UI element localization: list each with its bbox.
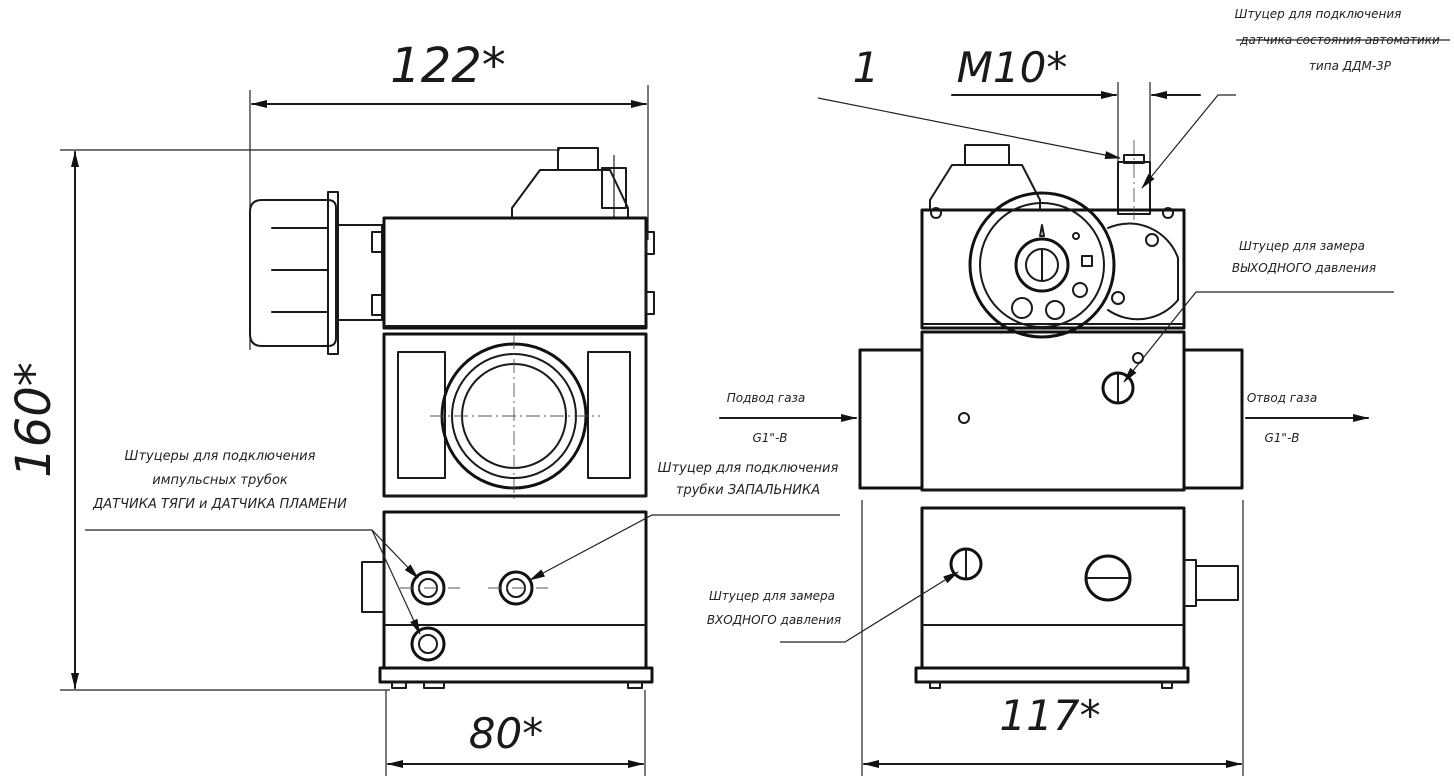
right-view: M10* 1 117* [707,7,1450,776]
inlet-measure-label: Штуцер для замера ВХОДНОГО давления [707,589,841,627]
dimension-width-bottom-left: 80* [469,709,543,758]
inlet-measure-line2: ВХОДНОГО давления [707,613,841,627]
inlet-measure-fitting [951,549,981,579]
left-view: 122* 160* 80* [6,38,840,776]
top-cap [512,148,628,218]
gas-outlet-text: Отвод газа [1247,391,1317,405]
outlet-measure-line2: ВЫХОДНОГО давления [1232,261,1376,275]
gas-outlet-label: Отвод газа G1"-B [1247,391,1317,445]
electrical-connector [250,192,382,354]
impulse-fittings-label: Штуцеры для подключения импульсных трубо… [92,449,347,512]
gas-outlet-size: G1"-B [1264,431,1299,445]
impulse-fittings-line2: импульсных трубок [152,473,288,488]
inlet-pipe [860,350,922,488]
outlet-measure-fitting [1103,373,1133,403]
middle-body [384,334,646,496]
impulse-fitting-2 [412,628,444,660]
inlet-measure-line1: Штуцер для замера [709,589,835,603]
sensor-fitting-line2: датчика состояния автоматики [1239,33,1440,47]
pilot-fitting [488,572,548,604]
pilot-fitting-line2: трубки ЗАПАЛЬНИКА [676,483,820,498]
gas-inlet-size: G1"-B [752,431,787,445]
gas-inlet-text: Подвод газа [727,391,806,405]
position-label: 1 [853,43,880,92]
dimension-height-left: 160* [6,362,62,478]
lower-body [384,512,646,668]
pilot-fitting-label: Штуцер для подключения трубки ЗАПАЛЬНИКА [658,461,839,498]
side-boss [1108,224,1178,320]
outlet-measure-label: Штуцер для замера ВЫХОДНОГО давления [1232,239,1376,275]
sensor-fitting-label: Штуцер для подключения датчика состояния… [1235,7,1440,73]
gas-inlet-label: Подвод газа G1"-B [727,391,806,445]
upper-body [384,218,646,328]
adjustment-dial [970,193,1114,337]
impulse-fitting-1 [400,572,460,604]
base-plate [380,668,652,682]
dimension-width-left: 122* [390,38,506,94]
outlet-measure-line1: Штуцер для замера [1239,239,1365,253]
pilot-fitting-line1: Штуцер для подключения [658,461,839,476]
sensor-fitting-line3: типа ДДМ-3Р [1309,59,1392,73]
lower-plug [1086,556,1130,600]
sensor-fitting-line1: Штуцер для подключения [1235,7,1402,21]
dimension-width-bottom-right: 117* [999,691,1100,740]
impulse-fittings-line1: Штуцеры для подключения [125,449,316,464]
outlet-pipe [1184,350,1242,488]
impulse-fittings-line3: ДАТЧИКА ТЯГИ и ДАТЧИКА ПЛАМЕНИ [92,497,347,512]
dimension-thread: M10* [957,43,1068,92]
